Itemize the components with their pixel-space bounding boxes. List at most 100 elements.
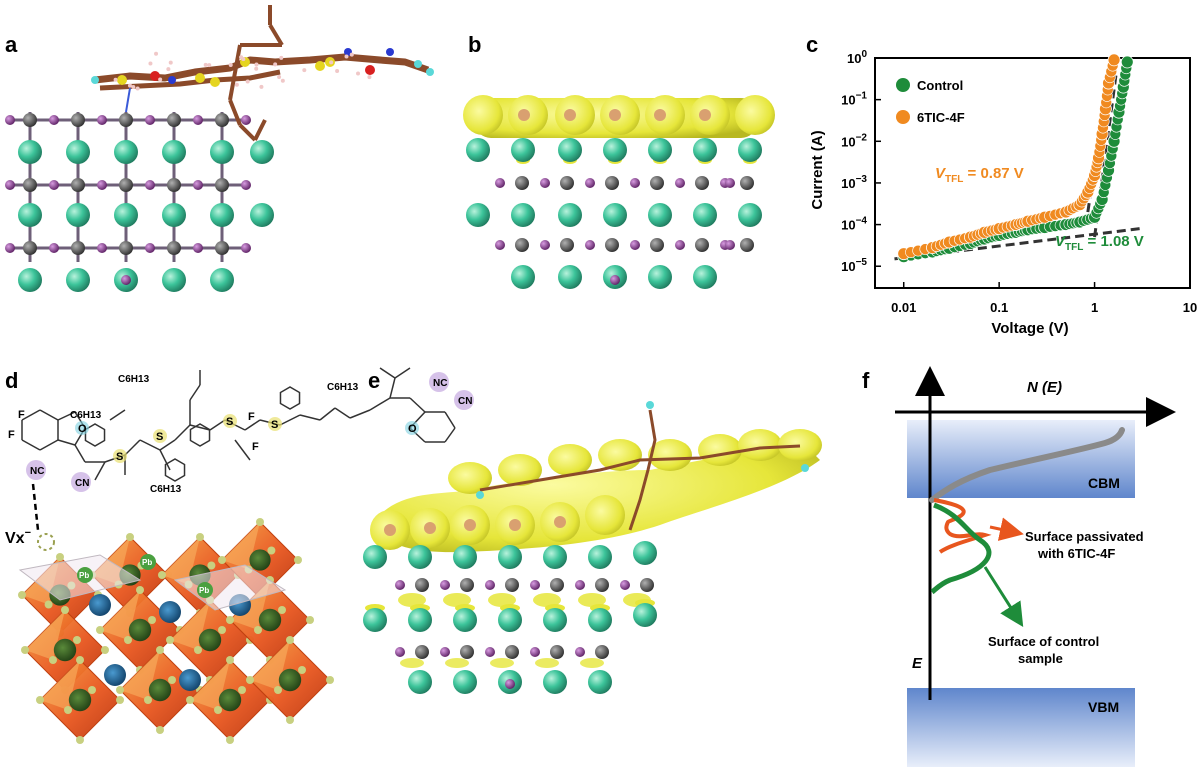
bond-line [210,420,225,430]
molecule-side-chain [270,25,282,45]
cation-atom [250,203,274,227]
panel-label-f: f [862,368,870,393]
lead-atom [415,578,429,592]
iodide-atom [495,178,505,188]
lead-atom [23,241,37,255]
iodide-atom [530,580,540,590]
cation-atom [498,608,522,632]
iodide-atom [485,647,495,657]
y-tick-label: 10−4 [841,216,867,233]
hydrogen-atom [356,71,360,75]
coordination-bond [33,484,38,530]
iodide-atom [193,243,203,253]
hydrogen-atom [128,84,132,88]
lead-atom [460,578,474,592]
nitrile-label: CN [75,478,89,489]
halide-vertex [88,686,96,694]
molecule-side-chain [255,120,265,140]
hydrogen-atom [169,61,173,65]
molecule-side-chain [230,45,240,100]
isosurface-lobe [735,95,775,135]
iodide-atom [505,679,515,689]
fluorine-label: F [252,441,259,453]
sulfur-label: S [156,431,163,443]
cation-atom [453,608,477,632]
hydrogen-atom [204,63,208,67]
halide-vertex [144,696,152,704]
lead-atom [167,241,181,255]
halide-vertex [158,571,166,579]
x-axis-label: Voltage (V) [991,320,1068,337]
cation-atom [648,203,672,227]
hydrogen-atom [254,67,258,71]
iodide-atom [495,240,505,250]
lead-center [259,609,281,631]
bond-line [190,385,200,400]
cation-atom [408,670,432,694]
cation-atom [588,545,612,569]
lead-atom [215,178,229,192]
anchor-bond [126,88,130,112]
bond-line [350,410,370,418]
lead-atom [23,113,37,127]
cation-atom [543,545,567,569]
bond-line [300,415,320,420]
passivated-label-2: with 6TIC-4F [1037,546,1115,561]
halide-vertex [256,518,264,526]
cation-atom [693,265,717,289]
isosurface-lobe [585,495,625,535]
nitrile-label: CN [458,396,472,407]
iodide-atom [585,240,595,250]
halide-vertex [56,553,64,561]
iodide-atom [241,115,251,125]
bond-line [380,368,395,378]
halide-vertex [194,646,202,654]
halide-vertex [126,533,134,541]
lead-atom [505,645,519,659]
cation-atom [498,545,522,569]
fluorine-atom [476,491,484,499]
cation-atom [250,140,274,164]
pb-label: Pb [79,571,89,580]
a-site-cation [104,664,126,686]
isosurface-lobe [778,429,822,461]
cation-atom [738,203,762,227]
lead-atom [605,176,619,190]
iodide-atom [725,178,735,188]
molecule-side-chain [240,125,255,140]
halide-vertex [116,696,124,704]
cation-atom [66,268,90,292]
bond-line [58,440,75,445]
iodide-atom [395,580,405,590]
hydrogen-atom [329,60,333,64]
sulfur-label: S [226,416,233,428]
cation-atom [466,138,490,162]
cation-atom [558,265,582,289]
lead-atom [560,176,574,190]
control-label-2: sample [1018,651,1063,666]
surface-atom [564,109,576,121]
cation-atom [648,138,672,162]
cation-atom [466,203,490,227]
panel-label-c: c [806,32,818,57]
panel-b-charge-density [463,95,775,289]
sulfur-atom [315,61,325,71]
fluorine-atom [414,60,422,68]
lead-center [279,669,301,691]
panel-a-structure [5,5,434,292]
cation-atom [588,608,612,632]
halide-vertex [49,656,57,664]
bond-line [235,440,250,460]
halide-vertex [267,547,275,555]
iodide-atom [675,178,685,188]
x-tick-label: 0.01 [891,300,916,315]
hydrogen-atom [273,62,277,66]
surface-atom [699,109,711,121]
oxygen-label: O [408,423,417,435]
lead-atom [605,238,619,252]
cbm-label: CBM [1088,475,1120,491]
lead-center [149,679,171,701]
fluorine-atom [426,68,434,76]
cation-atom [603,203,627,227]
